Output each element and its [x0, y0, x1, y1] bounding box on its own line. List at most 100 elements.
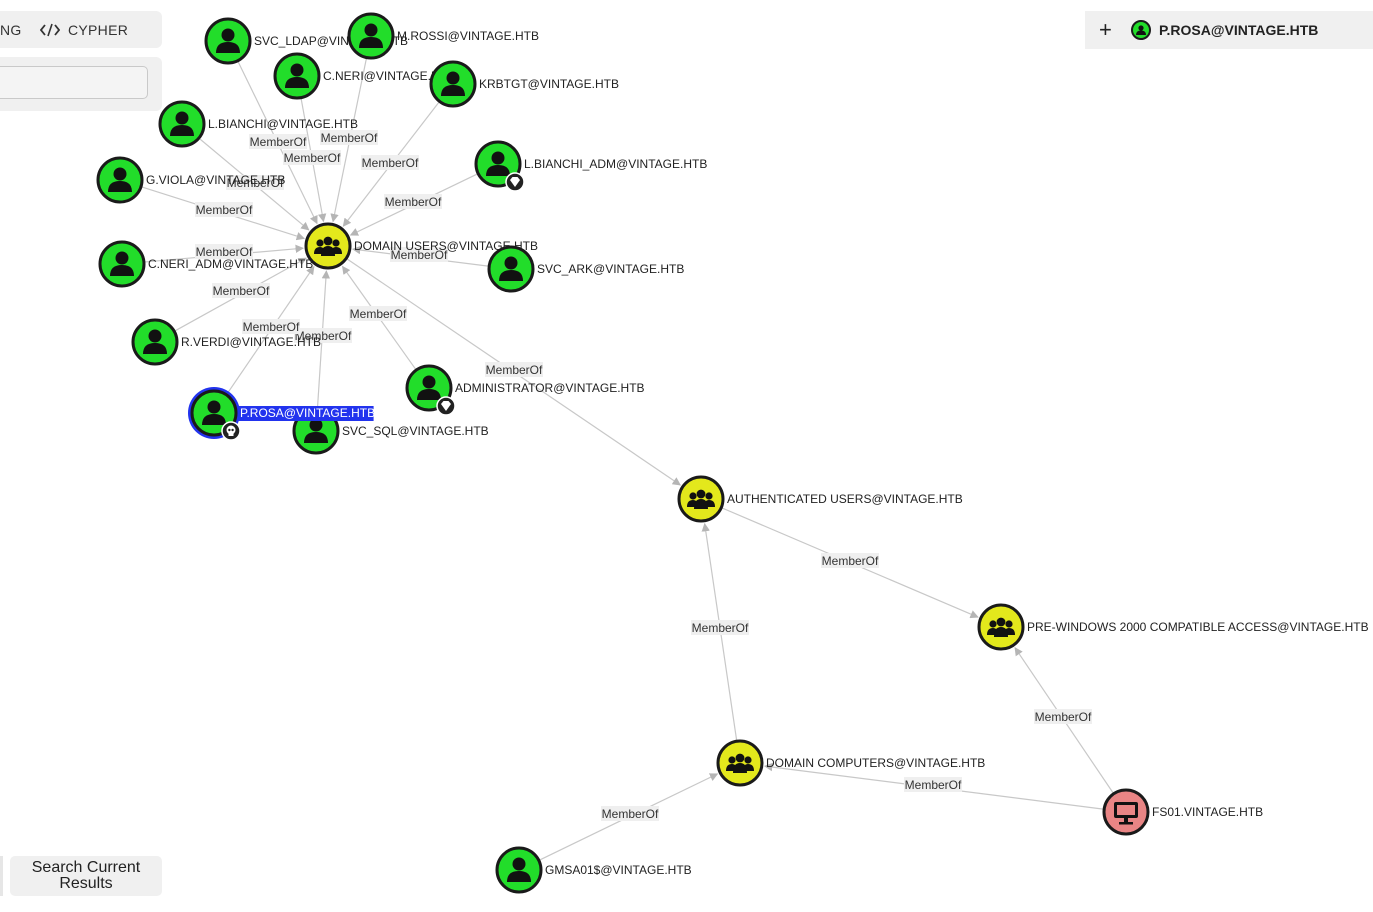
edge-label: MemberOf — [390, 247, 448, 262]
node-c-neri-adm[interactable]: C.NERI_ADM@VINTAGE.HTB — [98, 240, 313, 288]
edge-label: MemberOf — [212, 283, 270, 298]
tab-pathfinding[interactable]: NG — [0, 21, 22, 38]
node-label: L.BIANCHI_ADM@VINTAGE.HTB — [524, 157, 707, 171]
user-icon — [507, 857, 531, 882]
code-icon — [40, 23, 60, 36]
user-icon — [417, 375, 441, 400]
node-fs01[interactable]: FS01.VINTAGE.HTB — [1102, 788, 1263, 836]
node-label: ADMINISTRATOR@VINTAGE.HTB — [455, 381, 645, 395]
user-icon — [441, 71, 465, 96]
edge-label: MemberOf — [384, 194, 442, 209]
node-r-verdi[interactable]: R.VERDI@VINTAGE.HTB — [131, 318, 321, 366]
search-panel — [0, 57, 162, 111]
query-toolbar: NG CYPHER — [0, 11, 162, 48]
edge-label: MemberOf — [283, 150, 341, 165]
svg-text:MemberOf: MemberOf — [362, 156, 419, 170]
node-c-neri[interactable]: C.NERI@VINTAGE.HTB — [273, 52, 455, 100]
node-g-viola[interactable]: G.VIOLA@VINTAGE.HTB — [96, 156, 285, 204]
svg-text:MemberOf: MemberOf — [385, 195, 442, 209]
svg-text:MemberOf: MemberOf — [196, 203, 253, 217]
svg-text:MemberOf: MemberOf — [905, 778, 962, 792]
user-icon — [304, 418, 328, 443]
node-label: SVC_ARK@VINTAGE.HTB — [537, 262, 684, 276]
svg-text:MemberOf: MemberOf — [822, 554, 879, 568]
edge-label: MemberOf — [242, 319, 300, 334]
node-label: G.VIOLA@VINTAGE.HTB — [146, 173, 285, 187]
edge-label: MemberOf — [249, 134, 307, 149]
node-label: L.BIANCHI@VINTAGE.HTB — [208, 117, 358, 131]
selected-node-name[interactable]: P.ROSA@VINTAGE.HTB — [1159, 22, 1319, 38]
node-label: M.ROSSI@VINTAGE.HTB — [397, 29, 539, 43]
user-icon — [285, 63, 309, 88]
node-label: PRE-WINDOWS 2000 COMPATIBLE ACCESS@VINTA… — [1027, 620, 1369, 634]
node-m-rossi[interactable]: M.ROSSI@VINTAGE.HTB — [347, 12, 539, 60]
node-p-rosa[interactable]: P.ROSA@VINTAGE.HTB — [188, 387, 375, 441]
edge-label: MemberOf — [294, 328, 352, 343]
user-icon — [499, 256, 523, 281]
node-label: KRBTGT@VINTAGE.HTB — [479, 77, 619, 91]
svg-text:MemberOf: MemberOf — [213, 284, 270, 298]
svg-text:MemberOf: MemberOf — [391, 248, 448, 262]
node-label: GMSA01$@VINTAGE.HTB — [545, 863, 692, 877]
node-domain-computers[interactable]: DOMAIN COMPUTERS@VINTAGE.HTB — [716, 739, 985, 787]
node-administrator[interactable]: ADMINISTRATOR@VINTAGE.HTB — [405, 364, 645, 416]
node-auth-users[interactable]: AUTHENTICATED USERS@VINTAGE.HTB — [677, 475, 963, 523]
search-current-results-button[interactable]: Search Current Results — [10, 856, 162, 896]
user-icon — [170, 111, 194, 136]
svg-text:MemberOf: MemberOf — [692, 621, 749, 635]
panel-edge — [0, 856, 3, 896]
edge-label: MemberOf — [195, 202, 253, 217]
user-icon — [216, 28, 240, 53]
edge-label: MemberOf — [320, 130, 378, 145]
group-icon — [987, 617, 1015, 637]
group-icon — [687, 489, 715, 509]
node-label: AUTHENTICATED USERS@VINTAGE.HTB — [727, 492, 963, 506]
svg-text:MemberOf: MemberOf — [243, 320, 300, 334]
node-l-bianchi-adm[interactable]: L.BIANCHI_ADM@VINTAGE.HTB — [474, 140, 707, 192]
node-label: P.ROSA@VINTAGE.HTB — [240, 406, 375, 420]
add-button[interactable]: + — [1099, 17, 1112, 42]
node-krbtgt[interactable]: KRBTGT@VINTAGE.HTB — [429, 60, 619, 108]
node-label: C.NERI@VINTAGE.HTB — [323, 69, 455, 83]
search-current-results-line1: Search Current — [31, 859, 141, 876]
svg-text:MemberOf: MemberOf — [486, 363, 543, 377]
edge-label: MemberOf — [195, 244, 253, 259]
computer-icon — [1114, 802, 1138, 825]
edge-label: MemberOf — [226, 175, 284, 190]
edge-label: MemberOf — [691, 620, 749, 635]
svg-text:MemberOf: MemberOf — [227, 176, 284, 190]
edge-label: MemberOf — [904, 777, 962, 792]
node-gmsa01[interactable]: GMSA01$@VINTAGE.HTB — [495, 846, 692, 894]
node-svc-sql[interactable]: SVC_SQL@VINTAGE.HTB — [292, 407, 489, 455]
user-icon — [1131, 20, 1151, 40]
edge-label: MemberOf — [485, 362, 543, 377]
edge-label: MemberOf — [821, 553, 879, 568]
tab-cypher-label: CYPHER — [68, 21, 129, 38]
user-icon — [108, 167, 132, 192]
high-value-icon — [436, 396, 456, 416]
node-label: DOMAIN USERS@VINTAGE.HTB — [354, 239, 538, 253]
node-label: R.VERDI@VINTAGE.HTB — [181, 335, 321, 349]
user-icon — [486, 151, 510, 176]
svg-text:MemberOf: MemberOf — [602, 807, 659, 821]
user-icon — [110, 251, 134, 276]
node-label: C.NERI_ADM@VINTAGE.HTB — [148, 257, 313, 271]
node-domain-users[interactable]: DOMAIN USERS@VINTAGE.HTB — [304, 222, 538, 270]
search-input[interactable] — [0, 66, 148, 99]
node-label: SVC_SQL@VINTAGE.HTB — [342, 424, 489, 438]
node-l-bianchi[interactable]: L.BIANCHI@VINTAGE.HTB — [158, 100, 358, 148]
svg-text:MemberOf: MemberOf — [284, 151, 341, 165]
group-icon — [726, 753, 754, 773]
node-svc-ark[interactable]: SVC_ARK@VINTAGE.HTB — [487, 245, 684, 293]
node-prewin2000[interactable]: PRE-WINDOWS 2000 COMPATIBLE ACCESS@VINTA… — [977, 603, 1369, 651]
node-label: FS01.VINTAGE.HTB — [1152, 805, 1263, 819]
edge-label: MemberOf — [349, 306, 407, 321]
svg-text:MemberOf: MemberOf — [350, 307, 407, 321]
node-label: DOMAIN COMPUTERS@VINTAGE.HTB — [766, 756, 985, 770]
tab-cypher[interactable]: CYPHER — [40, 22, 128, 38]
svg-text:MemberOf: MemberOf — [321, 131, 378, 145]
owned-icon — [221, 421, 241, 441]
edge-label: MemberOf — [601, 806, 659, 821]
group-icon — [314, 236, 342, 256]
